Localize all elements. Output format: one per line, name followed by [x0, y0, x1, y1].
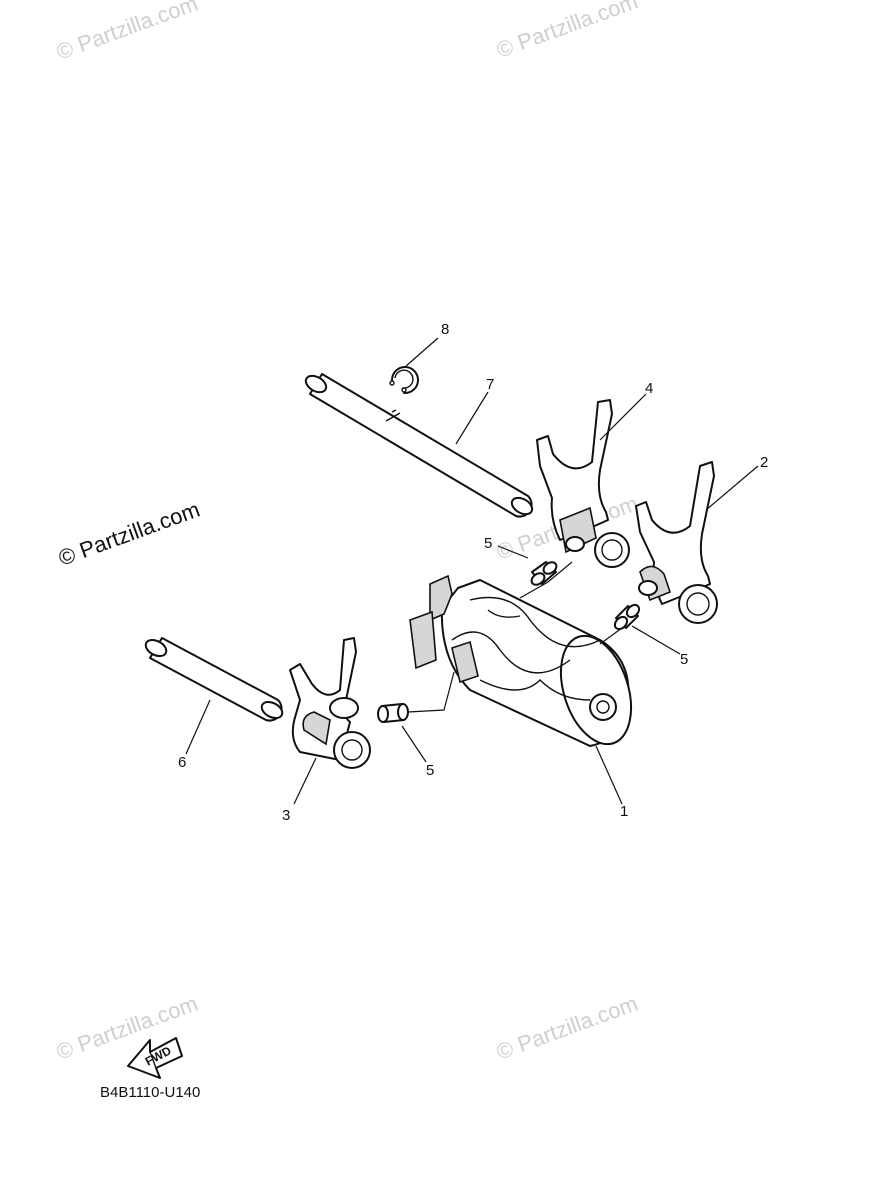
shift-fork-upper: [536, 399, 630, 568]
shift-fork-lower: [289, 637, 371, 769]
watermark-top-right: © Partzilla.com: [493, 0, 641, 63]
callout-1: 1: [620, 803, 628, 820]
callout-2: 2: [760, 454, 768, 471]
leader-lines: [185, 337, 759, 805]
callout-5-right: 5: [680, 651, 688, 668]
guide-pin-left: [377, 703, 409, 723]
guide-pin-upper: [530, 561, 558, 586]
shift-fork-right: [635, 461, 718, 624]
callout-4: 4: [645, 380, 653, 397]
circlip: [389, 366, 419, 395]
watermark-top-left: © Partzilla.com: [53, 0, 201, 65]
fwd-arrow-icon: FWD: [127, 1037, 183, 1079]
callout-7: 7: [486, 376, 494, 393]
watermark-left-dark: © Partzilla.com: [55, 497, 203, 571]
callout-6: 6: [178, 754, 186, 771]
callout-3: 3: [282, 807, 290, 824]
guide-pin-right: [613, 603, 641, 631]
callout-5-upper: 5: [484, 535, 492, 552]
callout-5-lower: 5: [426, 762, 434, 779]
shift-drum: [409, 574, 633, 747]
shift-shaft-short: [144, 637, 284, 722]
shift-shaft-long: [304, 373, 534, 518]
watermark-bottom-right: © Partzilla.com: [493, 991, 641, 1065]
callouts: 1 2 3 4 5 5 5 6 7 8: [178, 321, 768, 824]
callout-8: 8: [441, 321, 449, 338]
diagram-code: B4B1110-U140: [100, 1084, 200, 1101]
